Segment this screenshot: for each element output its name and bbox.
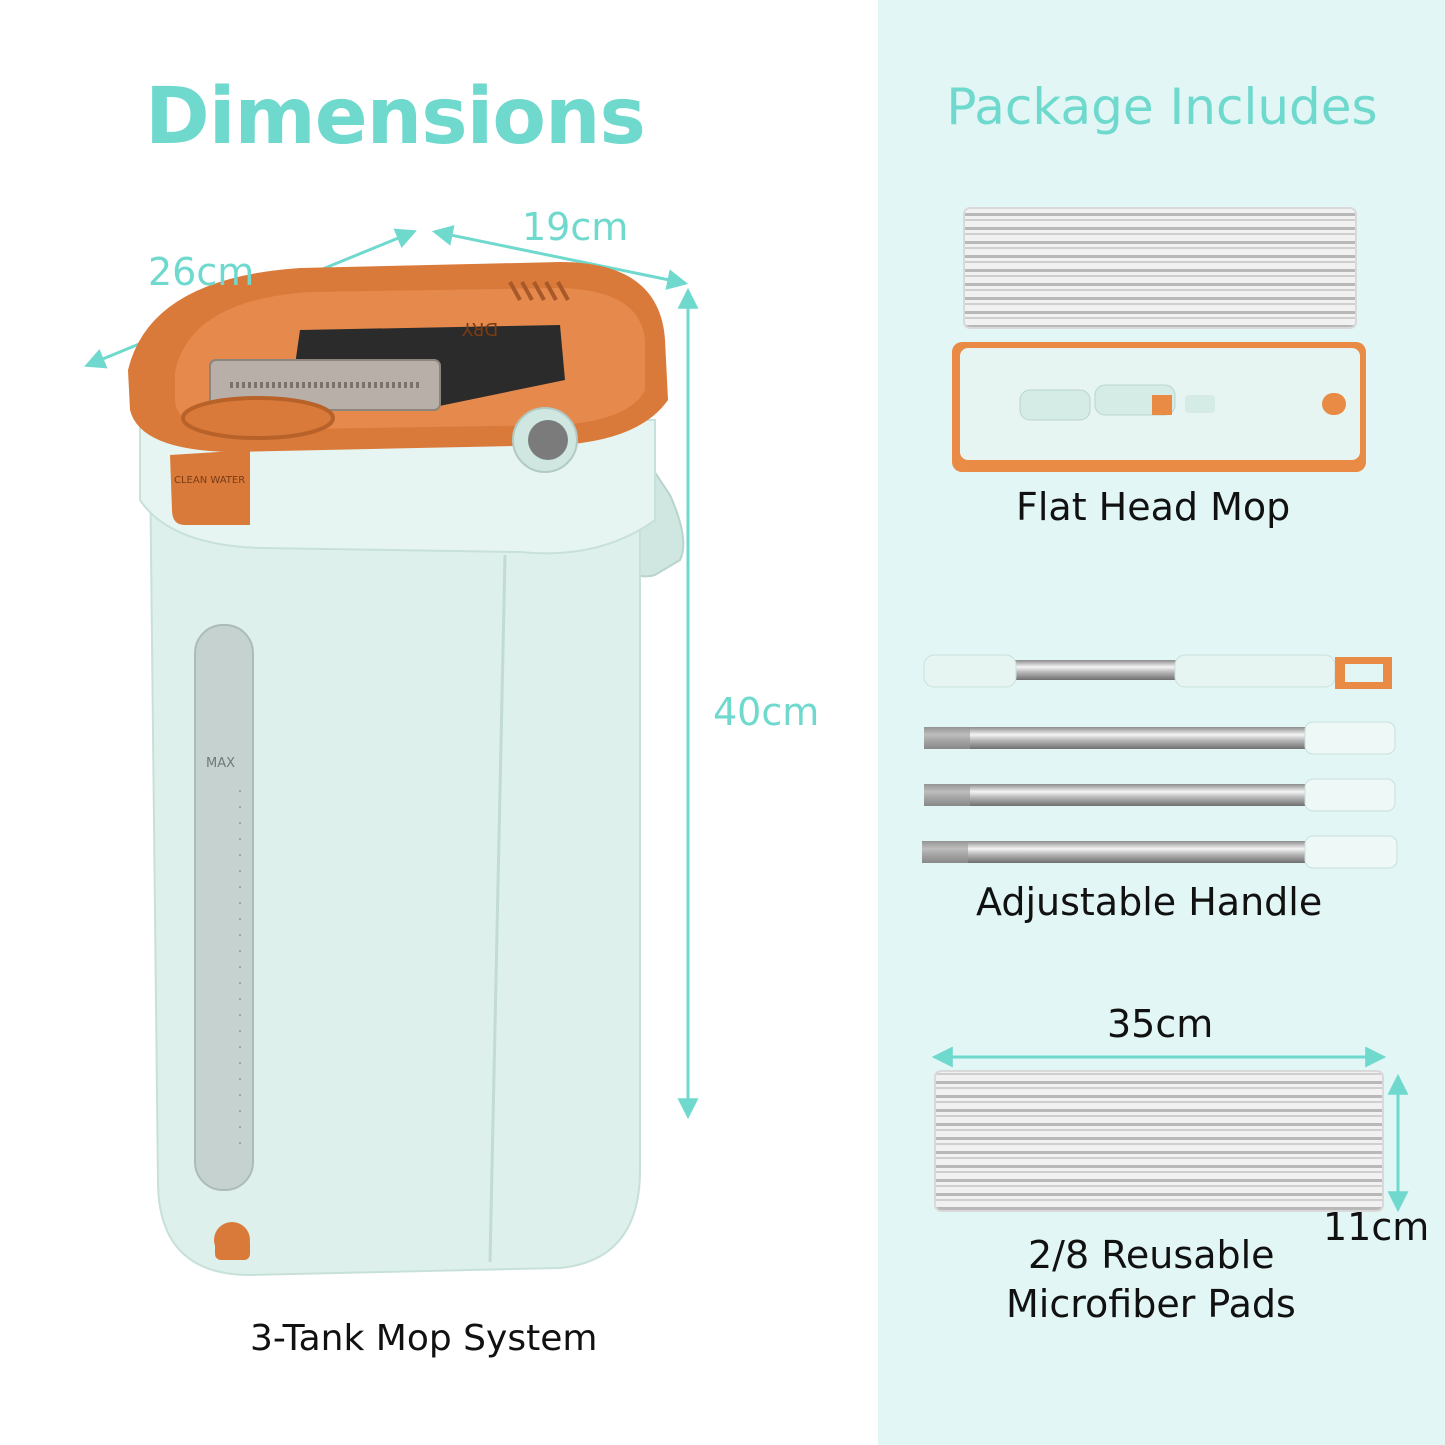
adjustable-handle-caption: Adjustable Handle xyxy=(976,880,1323,924)
lid-dry-label: DRY xyxy=(462,318,499,339)
height-dimension-label: 40cm xyxy=(713,690,820,734)
adjustable-handle-image xyxy=(922,654,1398,869)
package-includes-title: Package Includes xyxy=(946,78,1378,136)
width-dimension-label: 19cm xyxy=(522,205,629,249)
clean-water-label: CLEAN WATER xyxy=(174,475,246,486)
depth-dimension-label: 26cm xyxy=(148,250,255,294)
bucket-image xyxy=(128,262,685,1277)
pad-width-label: 35cm xyxy=(1107,1002,1214,1046)
pads-caption-line1: 2/8 Reusable xyxy=(1028,1233,1275,1277)
dimensions-title: Dimensions xyxy=(145,72,646,162)
gauge-max-label: MAX xyxy=(206,756,236,771)
pads-caption-line2: Microfiber Pads xyxy=(1006,1282,1296,1326)
flat-head-mop-caption: Flat Head Mop xyxy=(1016,485,1291,529)
bucket-caption: 3-Tank Mop System xyxy=(250,1318,598,1359)
pad-height-label: 11cm xyxy=(1323,1205,1430,1249)
microfiber-pad-image xyxy=(934,1070,1384,1212)
flat-head-mop-image xyxy=(952,207,1366,472)
